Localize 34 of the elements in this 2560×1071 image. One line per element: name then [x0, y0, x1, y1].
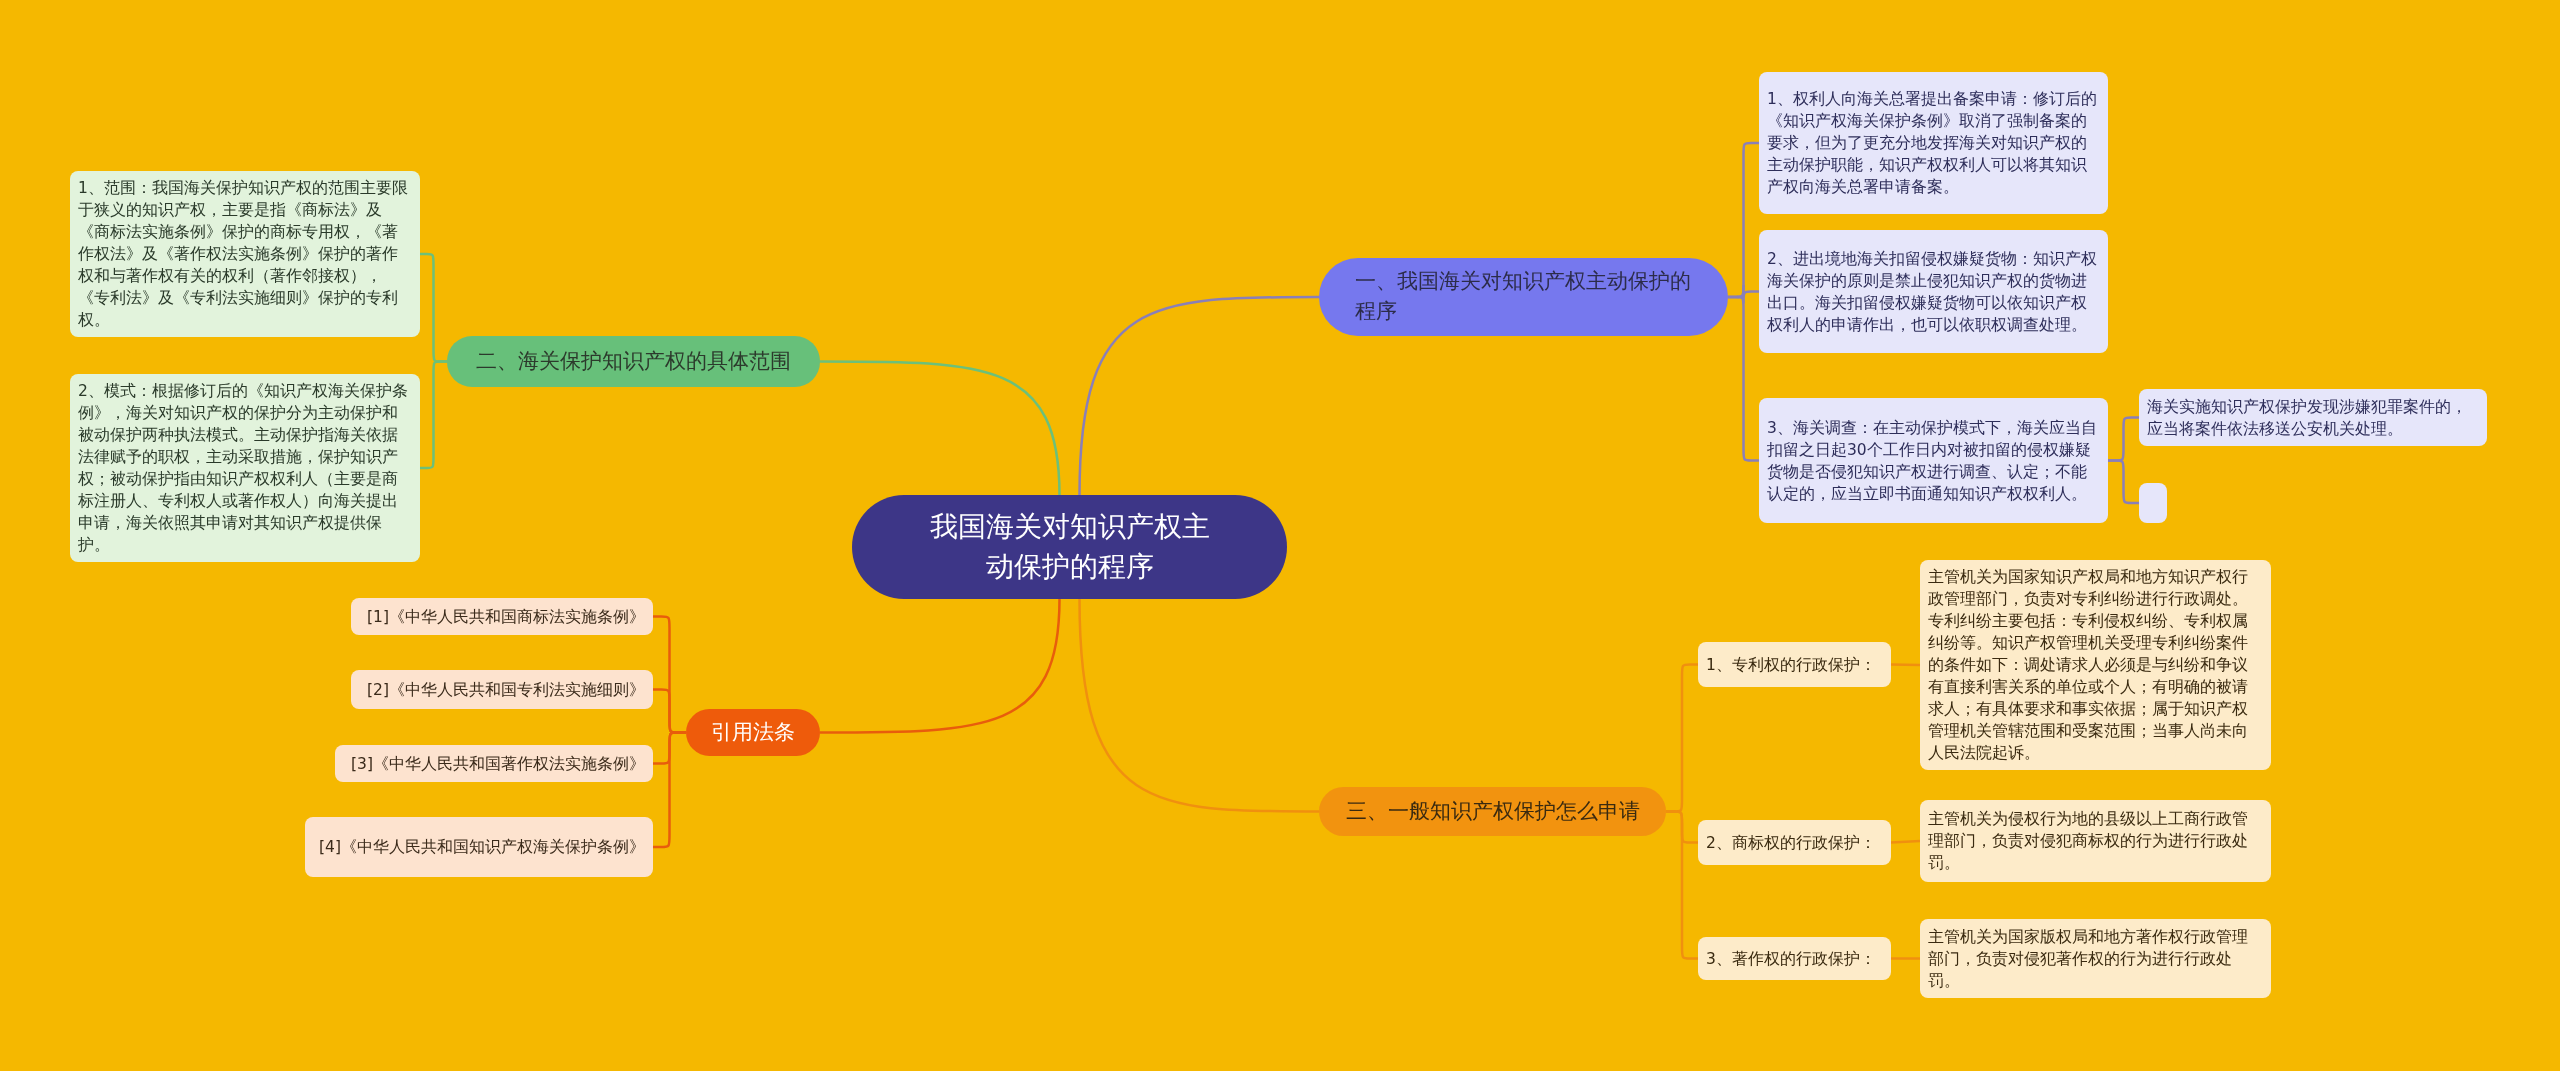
- connector-line: [2108, 459, 2139, 505]
- connector-line: [420, 360, 447, 470]
- connector-line: [1890, 839, 1921, 844]
- citation-box: [4]《中华人民共和国知识产权海关保护条例》: [305, 817, 653, 877]
- citation-box: [1]《中华人民共和国商标法实施条例》: [351, 598, 653, 635]
- subtopic-box: 1、范围：我国海关保护知识产权的范围主要限于狭义的知识产权，主要是指《商标法》及《商标法实施条例》保护的商标专用权，《著作权法》及《著作权法实施条例》保护的著作权和与著作权有关的权利（著作邻接权），《专利法》及《专利法实施细则》保护的专利权。: [70, 171, 420, 337]
- subtopic-box: 1、专利权的行政保护：: [1698, 642, 1891, 687]
- subtopic-box: 海关实施知识产权保护发现涉嫌犯罪案件的，应当将案件依法移送公安机关处理。: [2139, 389, 2487, 446]
- subtopic-box: 主管机关为侵权行为地的县级以上工商行政管理部门，负责对侵犯商标权的行为进行行政处罚。: [1920, 800, 2271, 882]
- branch-topic: 三、一般知识产权保护怎么申请: [1319, 787, 1666, 836]
- central-topic: 我国海关对知识产权主动保护的程序: [852, 495, 1287, 599]
- connector-line: [1078, 598, 1319, 813]
- connector-line: [653, 731, 686, 849]
- connector-line: [1078, 295, 1319, 496]
- subtopic-box: 3、著作权的行政保护：: [1698, 937, 1891, 980]
- subtopic-box: 主管机关为国家版权局和地方著作权行政管理部门，负责对侵犯著作权的行为进行行政处罚。: [1920, 919, 2271, 998]
- subtopic-box: 2、模式：根据修订后的《知识产权海关保护条例》，海关对知识产权的保护分为主动保护和被动保护两种执法模式。主动保护指海关依据法律赋予的职权，主动采取措施，保护知识产权；被动保护指由知识产权权利人（主要是商标注册人、专利权人或著作权人）向海关提出申请，海关依照其申请对其知识产权提供保护。: [70, 374, 420, 562]
- connector-line: [820, 598, 1061, 734]
- branch-topic: 引用法条: [686, 709, 820, 756]
- branch-topic: 一、我国海关对知识产权主动保护的程序: [1319, 258, 1728, 336]
- branch-topic: 二、海关保护知识产权的具体范围: [447, 336, 820, 387]
- connector-line: [1890, 663, 1921, 667]
- subtopic-box: 2、进出境地海关扣留侵权嫌疑货物：知识产权海关保护的原则是禁止侵犯知识产权的货物进出口。海关扣留侵权嫌疑货物可以依知识产权权利人的申请作出，也可以依职权调查处理。: [1759, 230, 2108, 353]
- empty-box: [2139, 483, 2167, 523]
- subtopic-box: 3、海关调查：在主动保护模式下，海关应当自扣留之日起30个工作日内对被扣留的侵权嫌疑货物是否侵犯知识产权进行调查、认定；不能认定的，应当立即书面通知知识产权权利人。: [1759, 398, 2108, 523]
- subtopic-box: 2、商标权的行政保护：: [1698, 820, 1891, 865]
- connector-line: [820, 360, 1061, 496]
- connector-line: [1891, 957, 1920, 960]
- citation-box: [2]《中华人民共和国专利法实施细则》: [351, 670, 653, 709]
- connector-line: [1728, 295, 1759, 462]
- subtopic-box: 主管机关为国家知识产权局和地方知识产权行政管理部门，负责对专利纠纷进行行政调处。专利纠纷主要包括：专利侵权纠纷、专利权属纠纷等。知识产权管理机关受理专利纠纷案件的条件如下：调处请求人必须是与纠纷和争议有直接利害关系的单位或个人；有明确的被请求人；有具体要求和事实依据；属于知识产权管理机关管辖范围和受案范围；当事人尚未向人民法院起诉。: [1920, 560, 2271, 770]
- subtopic-box: 1、权利人向海关总署提出备案申请：修订后的《知识产权海关保护条例》取消了强制备案的要求，但为了更充分地发挥海关对知识产权的主动保护职能，知识产权权利人可以将其知识产权向海关总署申请备案。: [1759, 72, 2108, 214]
- connector-line: [1666, 810, 1698, 960]
- citation-box: [3]《中华人民共和国著作权法实施条例》: [335, 745, 653, 782]
